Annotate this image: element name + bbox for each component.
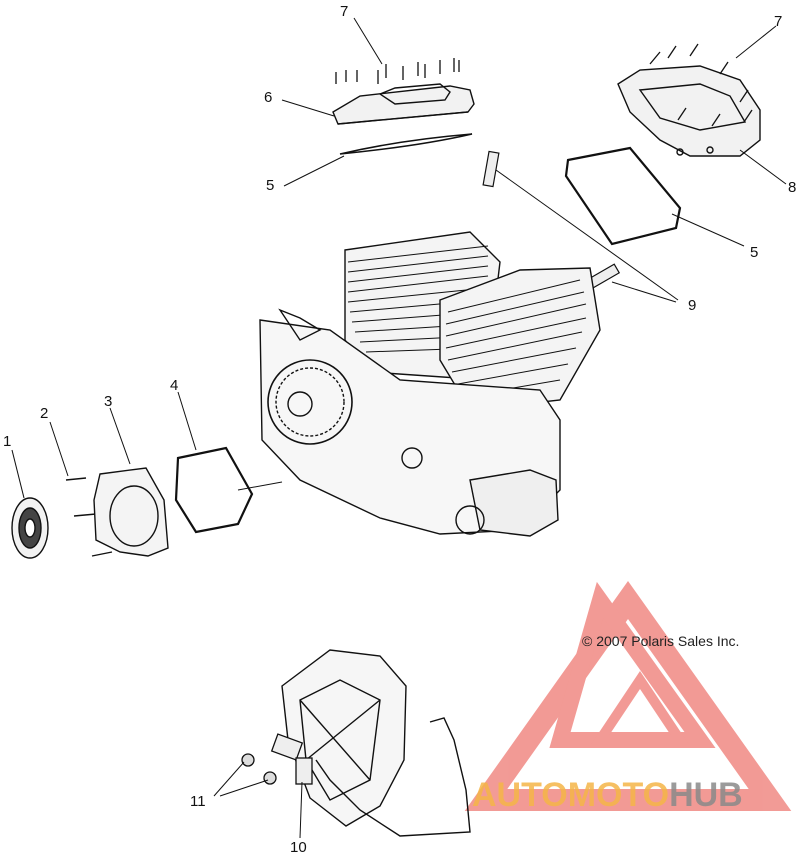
watermark-brand-part1: AUTOMOTO <box>472 776 669 814</box>
rocker-cover-front <box>332 83 475 125</box>
callout-4: 4 <box>170 377 178 394</box>
watermark-text: AUTOMOTOHUB <box>472 776 743 814</box>
callout-6: 6 <box>264 89 272 106</box>
gasket-upper-left <box>339 133 473 155</box>
watermark-brand-part2: HUB <box>669 776 743 814</box>
cover-bolts-rear <box>649 43 753 127</box>
callout-labels: 1 2 3 4 5 5 6 7 7 8 9 10 11 <box>3 3 796 855</box>
callout-2: 2 <box>40 405 48 422</box>
leader-lines <box>11 17 787 839</box>
callout-1: 1 <box>3 433 11 450</box>
callout-5-left: 5 <box>266 177 274 194</box>
engine-assembly <box>259 231 601 537</box>
sensor-bracket <box>270 733 313 785</box>
spark-plug-upper <box>482 150 500 188</box>
cam-cover-gasket <box>174 446 254 534</box>
watermark-logo <box>464 580 792 811</box>
hex-nuts <box>241 753 277 785</box>
callout-7-right: 7 <box>774 13 782 30</box>
callout-8: 8 <box>788 179 796 196</box>
copyright-notice: © 2007 Polaris Sales Inc. <box>582 633 739 649</box>
callout-9: 9 <box>688 297 696 314</box>
timing-cover-badge <box>11 497 49 559</box>
outer-cam-cover <box>93 467 169 557</box>
callout-7-top: 7 <box>340 3 348 20</box>
callout-10: 10 <box>290 839 307 855</box>
oil-line <box>315 717 471 837</box>
inner-cam-cover <box>281 649 407 827</box>
callout-3: 3 <box>104 393 112 410</box>
callout-5-right: 5 <box>750 244 758 261</box>
cover-bolts-front <box>335 58 460 84</box>
rocker-cover-rear <box>617 65 761 157</box>
gasket-right <box>564 146 682 246</box>
cover-screws <box>65 477 113 557</box>
callout-11: 11 <box>190 793 206 810</box>
